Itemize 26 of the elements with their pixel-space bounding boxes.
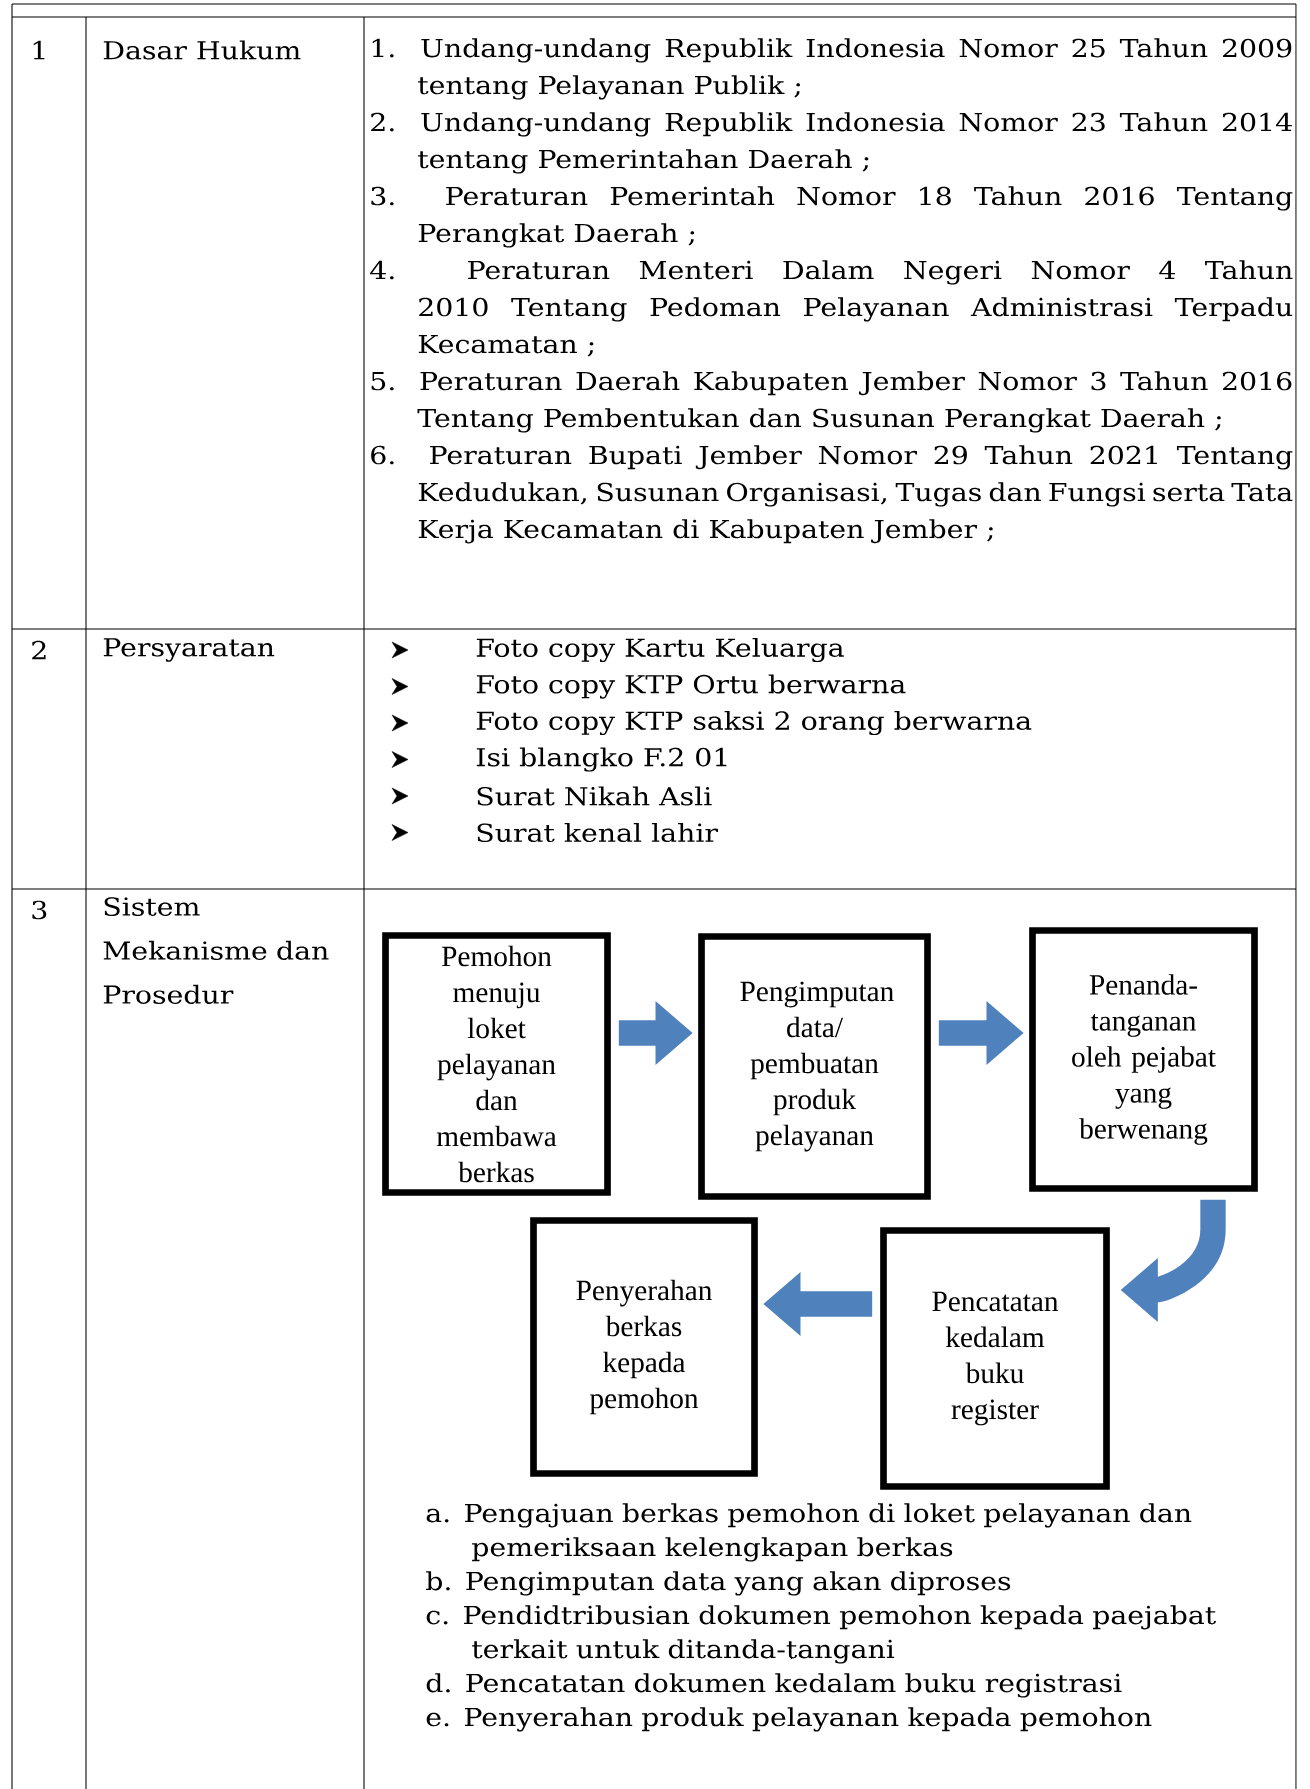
requirement-item: Foto copy Kartu Keluarga <box>476 637 844 663</box>
row-number: 2 <box>32 640 46 660</box>
legal-basis-item: 1. Undang-undang Republik Indonesia Nomor 25 Tahun 2009 tentang Pelayanan Publik ; <box>372 38 1292 100</box>
requirement-item: Surat Nikah Asli <box>477 786 712 806</box>
legal-basis-item: 2. Undang-undang Republik Indonesia Nomor 23 Tahun 2014 tentang Pemerintahan Daerah ; <box>371 112 1292 174</box>
process-box: Pengimputan data/ pembuatan produk pelayanan <box>698 933 931 1200</box>
row-number: 1 <box>33 40 45 60</box>
process-box: Penyerahan berkas kepada pemohon <box>530 1217 758 1477</box>
legal-basis-item: 5. Peraturan Daerah Kabupaten Jember Nomor 3 Tahun 2016 Tentang Pembentukan dan Susunan Perangkat Daerah ; <box>371 371 1292 433</box>
row-heading: Sistem Mekanisme dan Prosedur <box>103 897 329 1004</box>
row-number: 3 <box>32 900 47 920</box>
legal-basis-item: 3. Peraturan Pemerintah Nomor 18 Tahun 2016 Tentang Perangkat Daerah ; <box>371 186 1293 248</box>
row-heading: Dasar Hukum <box>103 40 301 60</box>
requirement-item: Foto copy KTP Ortu berwarna <box>476 674 906 699</box>
requirement-item: Foto copy KTP saksi 2 orang berwarna <box>476 710 1032 736</box>
procedure-step: b. Pengimputan data yang akan diproses <box>426 1571 1011 1596</box>
requirement-item: Surat kenal lahir <box>477 822 718 843</box>
row-heading: Persyaratan <box>103 638 275 662</box>
process-box: Pemohon menuju loket pelayanan dan membawa berkas <box>382 932 611 1196</box>
procedure-step: d. Pencatatan dokumen kedalam buku registrasi <box>426 1673 1122 1698</box>
legal-basis-item: 6. Peraturan Bupati Jember Nomor 29 Tahun 2021 Tentang Kedudukan, Susunan Organisasi, Tugas dan Fungsi serta Tata Kerja Kecamatan di Kabupaten Jember ; <box>371 445 1293 544</box>
procedure-step: e. Penyerahan produk pelayanan kepada pemohon <box>426 1707 1152 1732</box>
legal-basis-item: 4. Peraturan Menteri Dalam Negeri Nomor 4 Tahun 2010 Tentang Pedoman Pelayanan Administrasi Terpadu Kecamatan ; <box>370 260 1293 357</box>
process-box: Penanda-tanganan oleh pejabat yang berwenang <box>1029 927 1258 1192</box>
requirement-item: Isi blangko F.2 01 <box>476 747 727 772</box>
process-box: Pencatatan kedalam buku register <box>880 1227 1110 1490</box>
